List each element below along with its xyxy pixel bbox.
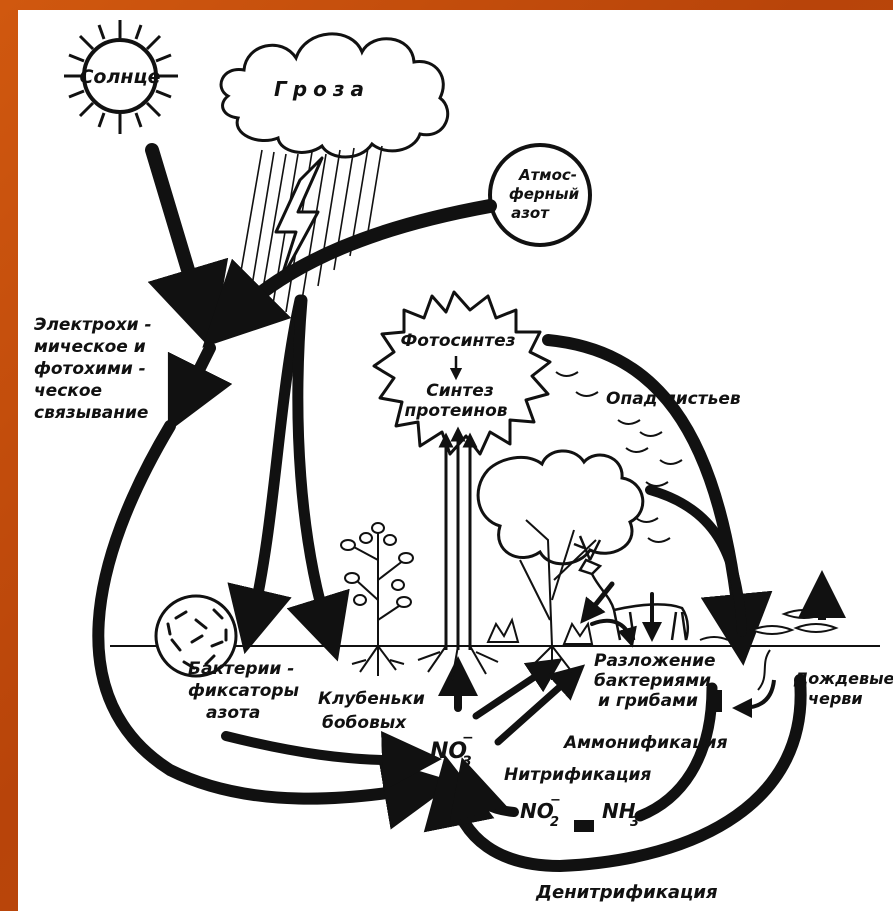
nitrate-sub: 3 xyxy=(462,754,472,770)
sun-icon xyxy=(64,20,178,134)
deciduous-tree-icon xyxy=(476,449,645,680)
fixation-text-group: Электрохи - мическое и фотохими - ческое… xyxy=(34,315,152,423)
bacteria-icon xyxy=(154,594,238,678)
soil-arrows xyxy=(438,656,586,746)
nitrate-main: NO xyxy=(430,739,467,764)
arrow-left-loop-to-no3 xyxy=(92,420,456,830)
electro-label-5: связывание xyxy=(34,403,148,423)
electro-label-1: Электрохи - xyxy=(34,315,152,335)
atmospheric-nitrogen-label-2: ферный xyxy=(509,185,580,203)
photosynthesis-label: Фотосинтез xyxy=(400,331,515,351)
worms-label-1: Дождевые xyxy=(793,669,893,688)
nitrite-main: NO xyxy=(520,799,554,823)
bacteria-label-1: Бактерии - xyxy=(188,659,294,679)
electro-label-2: мическое и xyxy=(34,337,146,357)
sun-label: Солнце xyxy=(79,66,160,88)
ammonia-main: NH xyxy=(602,799,636,823)
lightning-icon xyxy=(274,156,324,284)
leaf-fall-label: Опад листьев xyxy=(606,389,741,409)
arrow-to-nodules xyxy=(286,294,350,662)
decomposition-label-1: Разложение xyxy=(594,651,716,671)
nodules-label-2: бобовых xyxy=(322,713,407,733)
atmospheric-nitrogen-label-3: азот xyxy=(511,204,550,222)
loop-dashes xyxy=(574,690,722,832)
arrow-right-loop xyxy=(423,674,807,873)
arrow-atmosphere-to-fixation xyxy=(202,199,497,348)
ammonia-sub: 3 xyxy=(630,815,639,830)
denitrification-label: Денитрификация xyxy=(535,882,718,903)
electro-label-3: фотохими - xyxy=(34,359,146,379)
bacteria-label-3: азота xyxy=(206,703,260,723)
cloud-icon xyxy=(219,32,450,159)
atmospheric-nitrogen-label-1: Атмос- xyxy=(518,166,577,184)
falling-leaves xyxy=(555,371,683,543)
thunderstorm-label: Гроза xyxy=(274,77,370,101)
arrow-fixation-down xyxy=(167,342,233,433)
bacteria-label-2: фиксаторы xyxy=(188,681,299,701)
electro-label-4: ческое xyxy=(34,381,102,401)
nitrite-formula: NO 2 − xyxy=(520,793,561,830)
ammonification-label: Аммонификация xyxy=(562,733,728,753)
nodules-label-1: Клубеньки xyxy=(318,689,425,709)
deer-arrows xyxy=(580,581,662,648)
decomposition-label-3: и грибами xyxy=(598,691,698,711)
arrow-tree-to-ground xyxy=(645,485,747,637)
ground-plants xyxy=(486,617,594,645)
arrow-no2-to-no3 xyxy=(449,757,519,824)
protein-label-2: протеинов xyxy=(404,401,507,421)
arrow-to-bacteria xyxy=(227,294,306,655)
nitrate-sup: − xyxy=(462,730,474,746)
tree-roots-icon xyxy=(417,645,499,681)
ammonia-formula: NH 3 xyxy=(602,799,639,830)
tree-trunk-arrows xyxy=(438,426,478,650)
atmospheric-nitrogen-circle xyxy=(488,143,592,247)
nitrite-sub: 2 xyxy=(550,815,559,830)
worm-curved-arrow xyxy=(732,679,776,718)
arrow-bacteria-to-no3 xyxy=(221,730,442,791)
protein-label-1: Синтез xyxy=(426,381,494,401)
decomposition-label-2: бактериями xyxy=(594,671,711,691)
nitrate-formula: NO 3 − xyxy=(430,730,474,770)
worms-label-2: черви xyxy=(808,689,863,708)
nitrification-label: Нитрификация xyxy=(504,765,651,785)
nitrite-sup: − xyxy=(550,793,561,808)
legume-plant-icon xyxy=(340,522,414,676)
flow-arrows xyxy=(92,143,807,873)
arrow-sun-to-fixation xyxy=(145,143,229,351)
